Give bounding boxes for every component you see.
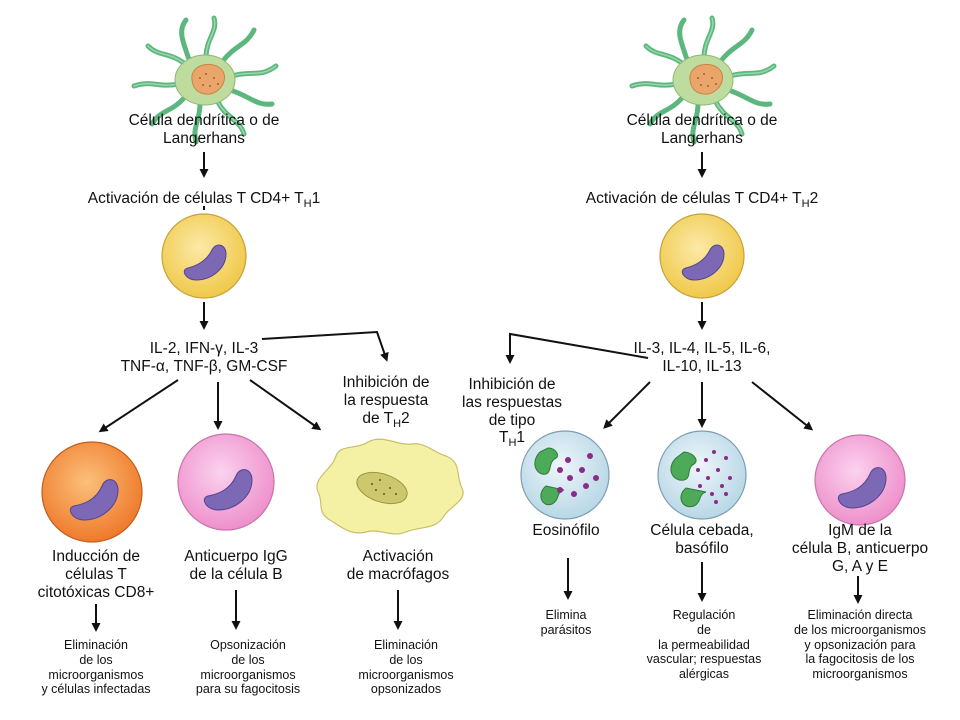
result-infected-cells: Eliminación de los microorganismos y cél… — [41, 638, 151, 697]
th2-activation-label: Activación de células T CD4+ TH2 — [585, 190, 819, 211]
macrophage-activation-label: Activación de macrófagos — [346, 548, 450, 583]
dendritic-cell-left — [131, 15, 279, 145]
th1-inhibition-label: Inhibición de las respuestas de tipo TH1 — [462, 376, 562, 450]
b-cell-igm — [814, 434, 906, 526]
dendritic-cell-label-right: Célula dendrítica o de Langerhans — [626, 112, 778, 147]
result-allergic: Regulación de la permeabilidad vascular;… — [646, 608, 762, 681]
igm-antibody-label: IgM de la célula B, anticuerpo G, A y E — [791, 522, 929, 575]
macrophage — [316, 438, 464, 535]
result-parasites: Elimina parásitos — [540, 608, 592, 637]
th2-cytokines-label: IL-3, IL-4, IL-5, IL-6, IL-10, IL-13 — [633, 340, 771, 375]
b-cell-igg — [177, 433, 275, 531]
cd8-induction-label: Inducción de células T citotóxicas CD8+ — [37, 548, 155, 601]
th2-inhibition-label: Inhibición de la respuesta de TH2 — [342, 374, 430, 430]
result-direct-elimination: Eliminación directa de los microorganism… — [794, 608, 926, 681]
arrows — [91, 152, 863, 632]
result-opsonized-elimination: Eliminación de los microorganismos opson… — [358, 638, 454, 697]
mast-cell-basophil — [657, 430, 747, 520]
dendritic-cell-label-left: Célula dendrítica o de Langerhans — [128, 112, 280, 147]
eosinophil-cell — [520, 430, 610, 520]
igg-antibody-label: Anticuerpo IgG de la célula B — [184, 548, 288, 583]
th1-cytokines-label: IL-2, IFN-γ, IL-3 TNF-α, TNF-β, GM-CSF — [120, 340, 288, 375]
mast-cell-label: Célula cebada, basófilo — [650, 522, 754, 557]
cd8-orange-cell — [41, 441, 143, 543]
result-opsonization: Opsonización de los microorganismos para… — [195, 638, 301, 697]
th1-cell — [161, 213, 247, 299]
eosinophil-label: Eosinófilo — [532, 522, 600, 539]
th2-cell — [659, 213, 745, 299]
th1-activation-label: Activación de células T CD4+ TH1 — [87, 190, 321, 211]
